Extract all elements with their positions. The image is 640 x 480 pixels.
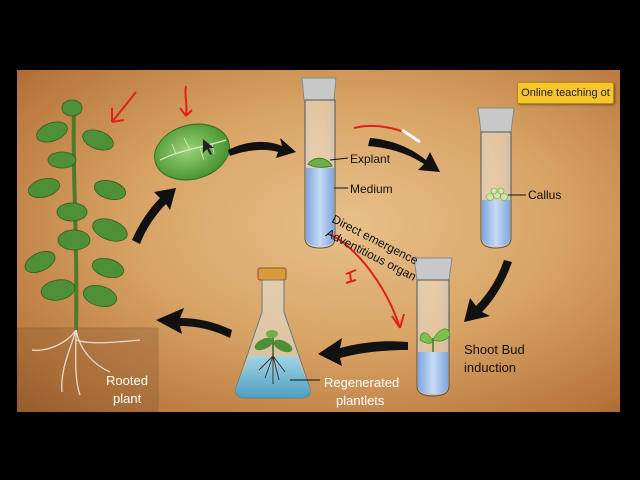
annotation-underline — [354, 126, 404, 132]
flask-regenerated-plantlets — [236, 268, 311, 398]
leaf-image — [148, 116, 235, 188]
rooted-plant-label-line1: Rooted — [106, 373, 148, 388]
arrow-tube2-to-tube3 — [464, 260, 512, 322]
annotation-arrow-2 — [180, 86, 192, 116]
test-tube-shoot-bud — [414, 258, 452, 396]
arrow-flask-to-plant — [156, 308, 232, 338]
online-teaching-badge: Online teaching ot — [517, 82, 614, 104]
callus-label: Callus — [528, 188, 561, 202]
regenerated-label-line1: Regenerated — [324, 376, 399, 390]
regenerated-label-line2: plantlets — [336, 394, 384, 408]
shoot-bud-label-line1: Shoot Bud — [464, 343, 525, 357]
arrow-tube3-to-flask — [318, 338, 408, 366]
rooted-plant-label-line2: plant — [113, 391, 141, 406]
medium-label: Medium — [350, 182, 393, 196]
annotation-mark-stroke — [346, 270, 356, 283]
arrow-leaf-to-tube1 — [228, 138, 296, 158]
annotation-arrow-1 — [112, 92, 136, 122]
arrow-plant-to-leaf — [132, 188, 176, 244]
pen-icon — [402, 130, 420, 142]
explant-label: Explant — [350, 152, 390, 166]
shoot-bud-label-line2: induction — [464, 361, 516, 375]
rooted-plant-image — [17, 100, 158, 412]
test-tube-callus — [478, 108, 514, 248]
